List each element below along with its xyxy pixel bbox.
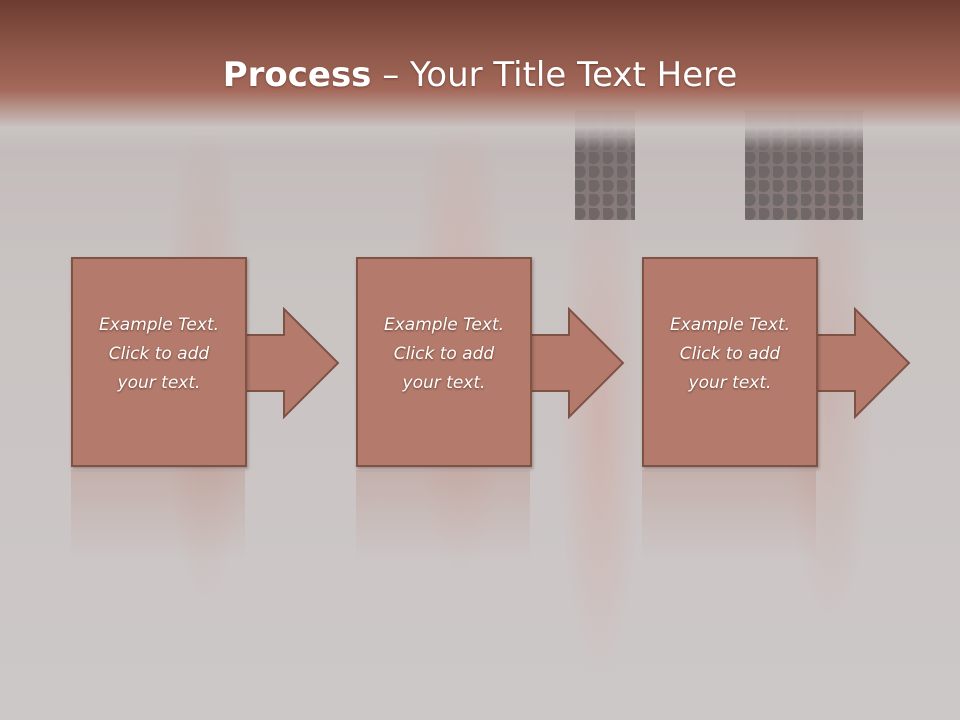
step-2-line-1: Example Text. — [383, 315, 505, 335]
step-2-line-2: Click to add — [393, 344, 495, 364]
step-3-reflection — [642, 470, 816, 560]
step-1-reflection — [71, 470, 245, 560]
step-3-text-box[interactable]: Example Text. Click to add your text. — [642, 257, 818, 467]
step-1-line-2: Click to add — [108, 344, 210, 364]
title-banner — [0, 0, 960, 150]
step-1-line-3: your text. — [117, 373, 201, 393]
step-2-reflection — [356, 470, 530, 560]
slide-title-bold: Process — [222, 55, 372, 95]
step-2-text-box[interactable]: Example Text. Click to add your text. — [356, 257, 532, 467]
step-2-line-3: your text. — [402, 373, 486, 393]
process-step-1: Example Text. Click to add your text. — [71, 257, 371, 467]
step-2-arrow-icon — [526, 307, 625, 419]
step-1-arrow-icon — [241, 307, 340, 419]
step-2-text: Example Text. Click to add your text. — [364, 311, 524, 398]
slide-title-rest: – Your Title Text Here — [371, 55, 738, 95]
step-3-text: Example Text. Click to add your text. — [650, 311, 810, 398]
step-3-arrow-icon — [812, 307, 911, 419]
step-1-line-1: Example Text. — [98, 315, 220, 335]
step-1-text-box[interactable]: Example Text. Click to add your text. — [71, 257, 247, 467]
step-3-line-1: Example Text. — [669, 315, 791, 335]
step-1-text: Example Text. Click to add your text. — [79, 311, 239, 398]
process-step-3: Example Text. Click to add your text. — [642, 257, 942, 467]
step-3-line-3: your text. — [688, 373, 772, 393]
step-3-line-2: Click to add — [679, 344, 781, 364]
process-step-2: Example Text. Click to add your text. — [356, 257, 656, 467]
slide-title[interactable]: Process – Your Title Text Here — [0, 52, 960, 98]
